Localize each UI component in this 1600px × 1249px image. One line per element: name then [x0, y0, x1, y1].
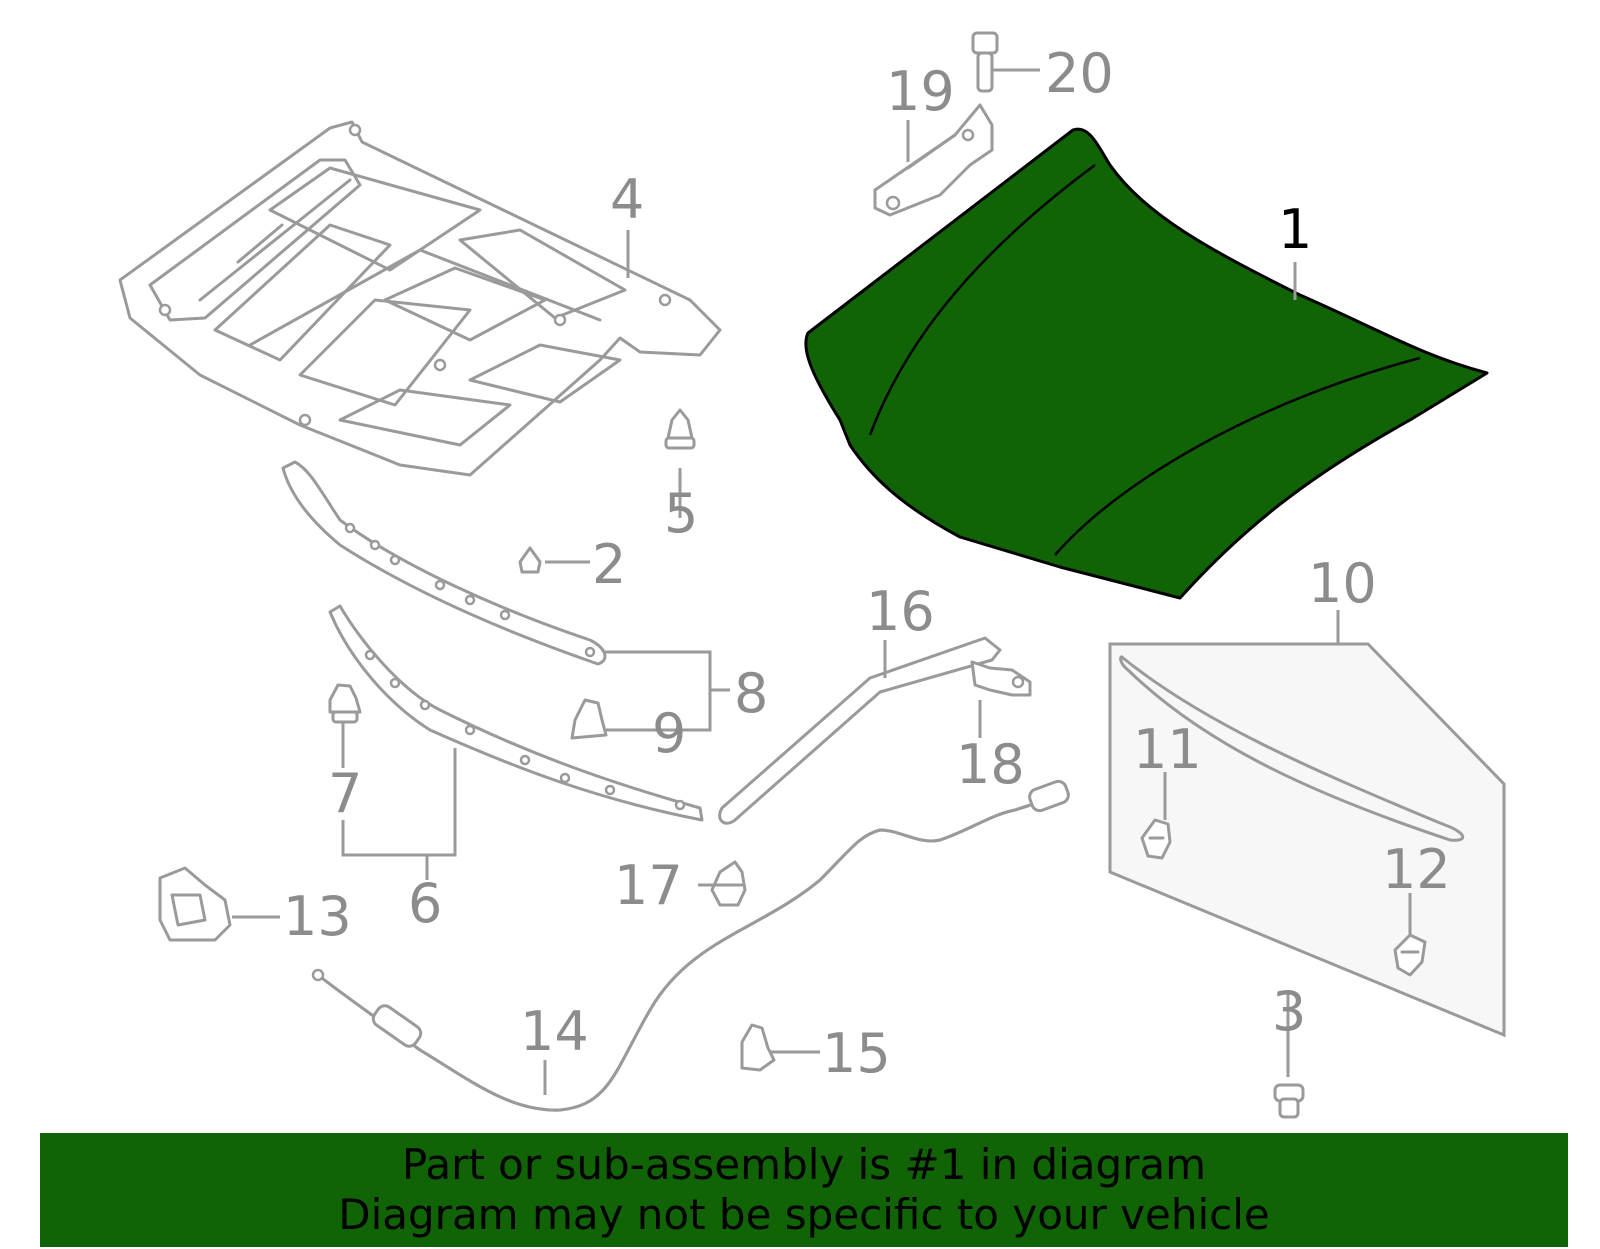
part-10-seal-assembly[interactable]: [1108, 642, 1506, 1038]
callout-14[interactable]: 14: [520, 1000, 589, 1063]
callout-11[interactable]: 11: [1133, 718, 1202, 781]
callout-2[interactable]: 2: [592, 533, 626, 596]
leader-lines: [232, 68, 1412, 1095]
part-14-release-cable[interactable]: [311, 779, 1071, 1112]
callout-labels: 1 2 3 4 5 6 7 8 9 10 11 12 13 14 15 16 1…: [283, 42, 1451, 1085]
part-7-clip[interactable]: [328, 683, 362, 724]
callout-20[interactable]: 20: [1045, 42, 1114, 105]
banner-line-1: Part or sub-assembly is #1 in diagram: [401, 1140, 1207, 1189]
part-9-clip[interactable]: [570, 698, 608, 740]
info-banner: Part or sub-assembly is #1 in diagram Di…: [40, 1133, 1568, 1247]
part-16-prop-rod[interactable]: [718, 636, 1002, 825]
callout-8[interactable]: 8: [734, 662, 768, 725]
part-20-bolt[interactable]: [971, 31, 999, 93]
part-1-hood-panel[interactable]: [804, 127, 1489, 600]
part-5-clip[interactable]: [664, 408, 696, 450]
callout-12[interactable]: 12: [1382, 838, 1451, 901]
part-4-hood-insulator[interactable]: [118, 120, 722, 477]
part-15-bumper[interactable]: [740, 1023, 776, 1072]
callout-6[interactable]: 6: [408, 872, 442, 935]
part-3-grommet[interactable]: [1273, 1083, 1305, 1119]
callout-1[interactable]: 1: [1278, 198, 1312, 261]
banner-line-2: Diagram may not be specific to your vehi…: [338, 1190, 1270, 1239]
callout-18[interactable]: 18: [956, 733, 1025, 796]
callout-10[interactable]: 10: [1308, 552, 1377, 615]
callout-17[interactable]: 17: [614, 854, 683, 917]
callout-15[interactable]: 15: [822, 1022, 891, 1085]
callout-9[interactable]: 9: [652, 702, 686, 765]
part-6-seal-strip[interactable]: [328, 604, 704, 822]
callout-3[interactable]: 3: [1272, 980, 1306, 1043]
part-11-clip[interactable]: [1140, 818, 1172, 860]
callout-4[interactable]: 4: [610, 168, 644, 231]
callout-19[interactable]: 19: [886, 60, 955, 123]
callout-5[interactable]: 5: [664, 482, 698, 545]
callout-7[interactable]: 7: [328, 762, 362, 825]
part-19-hood-hinge[interactable]: [873, 103, 994, 217]
part-2-clip[interactable]: [518, 546, 542, 574]
part-18-holder[interactable]: [970, 660, 1032, 697]
callout-16[interactable]: 16: [866, 580, 935, 643]
part-8-seal-strip[interactable]: [281, 460, 607, 666]
part-13-latch[interactable]: [158, 866, 232, 942]
callout-13[interactable]: 13: [283, 885, 352, 948]
